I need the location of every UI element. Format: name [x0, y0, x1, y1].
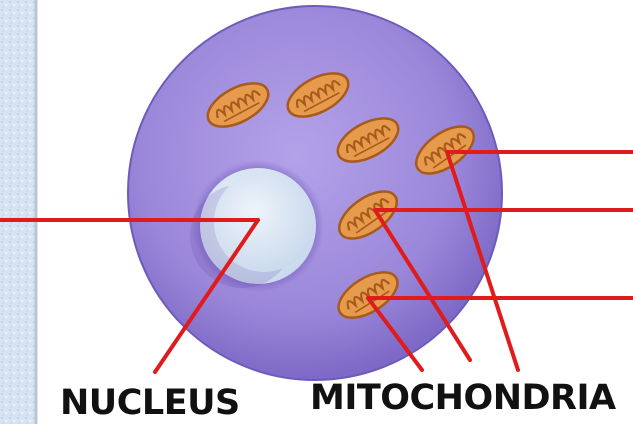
- nucleus-label: NUCLEUS: [60, 386, 240, 421]
- mitochondria-label: MITOCHONDRIA: [310, 381, 616, 416]
- side-panel: [0, 0, 36, 424]
